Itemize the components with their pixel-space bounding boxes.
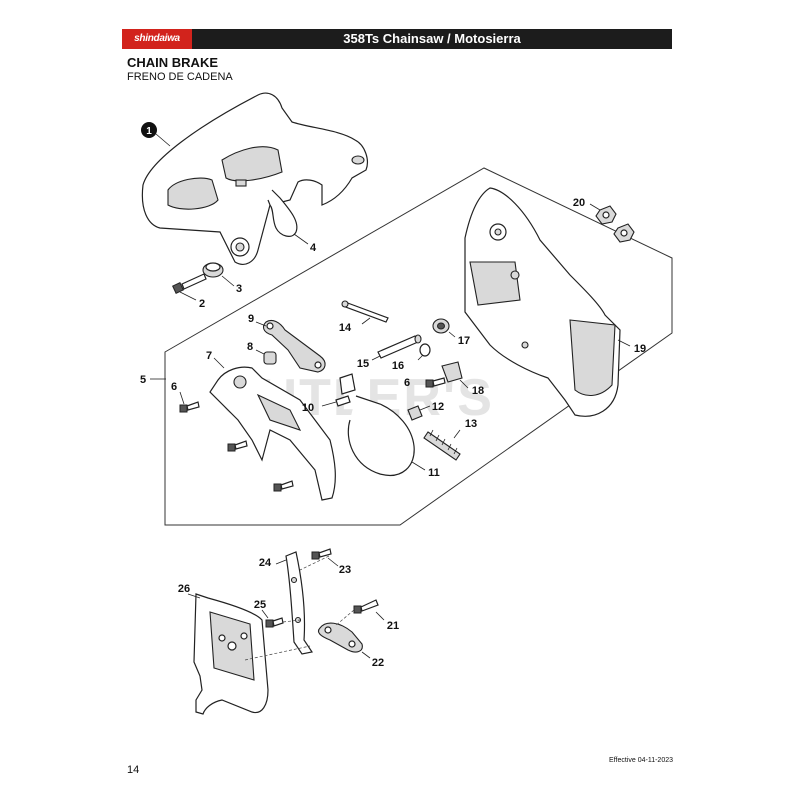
assembly-line: [282, 619, 301, 623]
part-16-washer: [417, 343, 431, 361]
effective-date: Effective 04-11-2023: [609, 757, 673, 764]
page-number: 14: [127, 764, 140, 776]
callout-26: 26: [178, 583, 190, 595]
part-11-brake-band: [347, 395, 426, 476]
part-22-adjuster: [317, 622, 371, 659]
part-6-screw-right: [425, 377, 446, 388]
part-1-hand-guard: [141, 92, 368, 265]
callout-11: 11: [428, 467, 440, 479]
callout-22: 22: [372, 657, 384, 669]
section-title: CHAIN BRAKE: [127, 55, 218, 70]
assembly-line: [244, 645, 311, 661]
callout-9: 9: [248, 313, 254, 325]
part-26-side-cover: [187, 593, 269, 715]
callout-1: 1: [146, 126, 152, 137]
part-9-link-plate: [255, 319, 326, 373]
callout-8: 8: [247, 341, 253, 353]
part-18-lever: [441, 361, 469, 389]
part-19-housing: [464, 187, 631, 417]
part-2-bolt: [172, 273, 207, 301]
callout-2: 2: [199, 298, 205, 310]
callout-1-badge: [141, 122, 157, 138]
part-25-screw: [261, 609, 284, 628]
part-8-collar: [255, 349, 277, 365]
part-23-screw: [311, 548, 339, 567]
part-6-screws-left: [179, 391, 294, 492]
callout-24: 24: [259, 557, 272, 569]
section-subtitle: FRENO DE CADENA: [127, 71, 233, 83]
callout-15: 15: [357, 358, 369, 370]
callout-14: 14: [339, 322, 352, 334]
callout-6-left: 6: [171, 381, 177, 393]
callout-6-right: 6: [404, 377, 410, 389]
header-bar: shindaiwa 358Ts Chainsaw / Motosierra: [122, 29, 672, 49]
callout-5: 5: [140, 374, 146, 386]
page-title: 358Ts Chainsaw / Motosierra: [343, 31, 521, 46]
callout-19: 19: [634, 343, 646, 355]
callout-17: 17: [458, 335, 470, 347]
callout-10: 10: [302, 402, 314, 414]
assembly-line: [334, 609, 355, 627]
part-10-clip: [321, 373, 356, 407]
callout-12: 12: [432, 401, 444, 413]
part-4-spring-clip: [267, 189, 309, 245]
part-15-shaft: [371, 334, 422, 361]
callout-16: 16: [392, 360, 404, 372]
assembly-line: [299, 555, 330, 571]
callout-13: 13: [465, 418, 477, 430]
part-17-bushing: [432, 318, 456, 338]
callout-1-leader: [155, 133, 171, 147]
part-7-brake-lever: [209, 357, 336, 501]
brand-logo: shindaiwa: [122, 29, 192, 49]
part-13-spring: [423, 429, 461, 461]
callout-20: 20: [573, 197, 585, 209]
callout-4: 4: [310, 242, 317, 254]
callout-7: 7: [206, 350, 212, 362]
part-21-screw: [353, 599, 385, 621]
callout-23: 23: [339, 564, 351, 576]
part-12-block: [407, 405, 431, 421]
callout-3: 3: [236, 283, 242, 295]
part-24-plate: [275, 551, 313, 655]
callout-21: 21: [387, 620, 399, 632]
assembly-frame: [164, 167, 673, 526]
part-3-bushing: [202, 262, 235, 287]
part-14-pin: [341, 300, 389, 325]
callout-25: 25: [254, 599, 266, 611]
callout-18: 18: [472, 385, 484, 397]
part-20-nuts: [589, 203, 635, 243]
